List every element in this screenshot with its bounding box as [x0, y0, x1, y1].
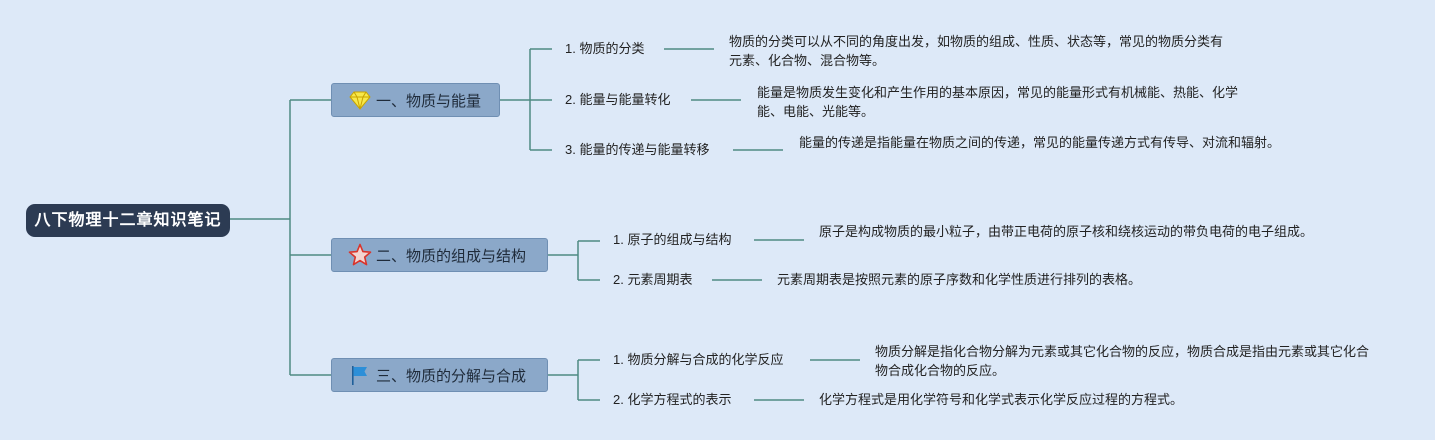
root-topic[interactable]: 八下物理十二章知识笔记: [26, 204, 230, 237]
note-chemical-equation: 化学方程式是用化学符号和化学式表示化学反应过程的方程式。: [819, 392, 1184, 407]
flag-icon: [348, 363, 372, 387]
note-energy-transfer: 能量的传递是指能量在物质之间的传递，常见的能量传递方式有传导、对流和辐射。: [799, 135, 1281, 150]
subtopic-energy-conversion[interactable]: 2. 能量与能量转化: [565, 92, 671, 107]
subtopic-classification[interactable]: 1. 物质的分类: [565, 41, 645, 56]
note-periodic-table: 元素周期表是按照元素的原子序数和化学性质进行排列的表格。: [777, 272, 1142, 287]
branch-topic-composition-structure[interactable]: 二、物质的组成与结构: [331, 238, 548, 272]
branch-label: 二、物质的组成与结构: [376, 247, 527, 265]
note-classification: 物质的分类可以从不同的角度出发，如物质的组成、性质、状态等，常见的物质分类有元素…: [729, 34, 1224, 68]
branch-label: 一、物质与能量: [376, 92, 482, 110]
subtopic-decomposition-reaction[interactable]: 1. 物质分解与合成的化学反应: [613, 352, 784, 367]
note-atom-structure: 原子是构成物质的最小粒子，由带正电荷的原子核和绕核运动的带负电荷的电子组成。: [819, 224, 1314, 239]
subtopic-energy-transfer[interactable]: 3. 能量的传递与能量转移: [565, 142, 710, 157]
branch-topic-matter-energy[interactable]: 一、物质与能量: [331, 83, 500, 117]
star-icon: [348, 243, 372, 267]
note-decomposition-reaction: 物质分解是指化合物分解为元素或其它化合物的反应，物质合成是指由元素或其它化合物合…: [875, 344, 1370, 378]
branch-topic-decomposition-synthesis[interactable]: 三、物质的分解与合成: [331, 358, 548, 392]
note-energy-conversion: 能量是物质发生变化和产生作用的基本原因，常见的能量形式有机械能、热能、化学能、电…: [757, 85, 1239, 119]
subtopic-periodic-table[interactable]: 2. 元素周期表: [613, 272, 693, 287]
subtopic-atom-structure[interactable]: 1. 原子的组成与结构: [613, 232, 732, 247]
diamond-icon: [348, 88, 372, 112]
branch-label: 三、物质的分解与合成: [376, 367, 527, 385]
subtopic-chemical-equation[interactable]: 2. 化学方程式的表示: [613, 392, 732, 407]
